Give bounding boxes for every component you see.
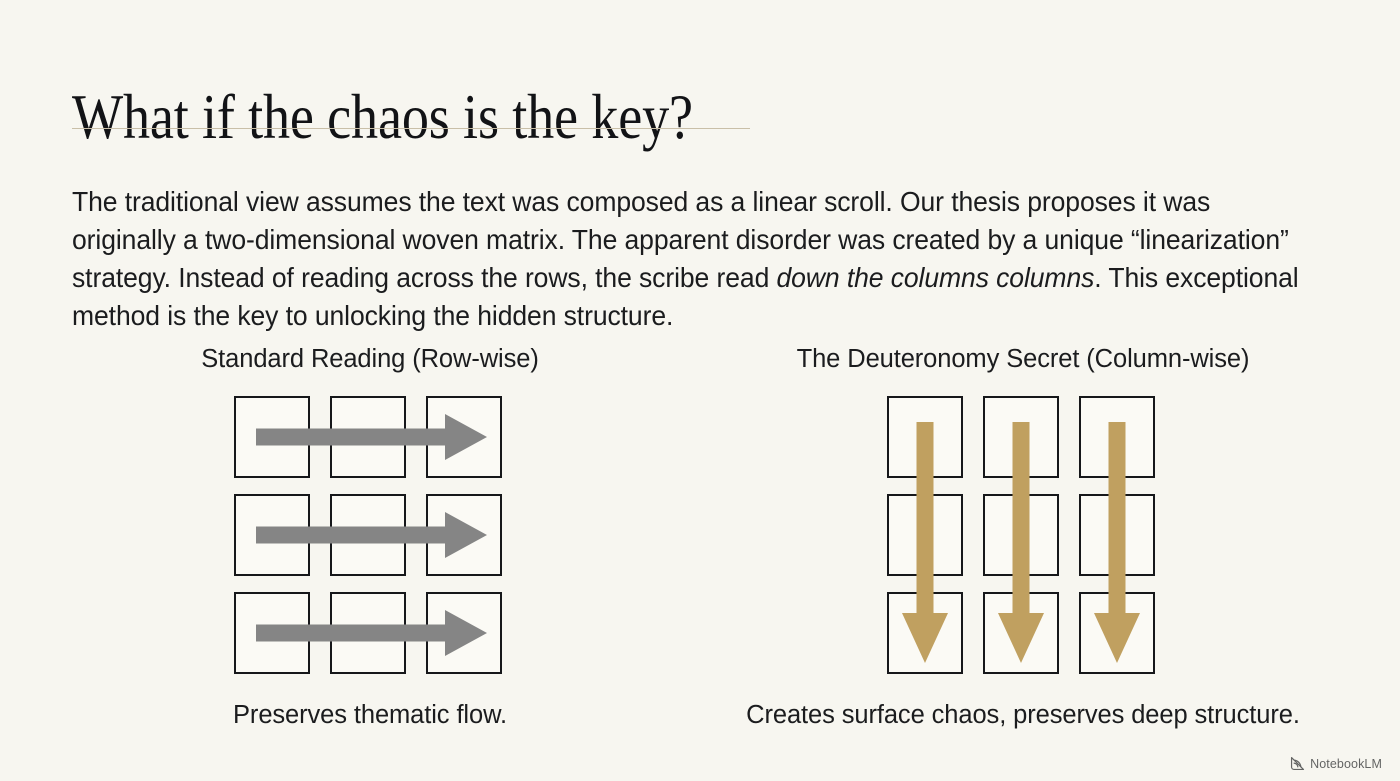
grid-cell [426, 494, 502, 576]
body-text-emphasis: down the columns columns [776, 261, 1095, 293]
grid-cell [887, 396, 963, 478]
grid-cell [330, 494, 406, 576]
grid-cell [234, 592, 310, 674]
matrix-grid-row-wise [234, 396, 506, 674]
grid-cell [330, 592, 406, 674]
grid-cell [1079, 396, 1155, 478]
grid-cell [1079, 494, 1155, 576]
grid-cell [983, 592, 1059, 674]
title-underline-rule [72, 128, 750, 129]
notebooklm-spiral-icon [1291, 756, 1305, 771]
page-title: What if the chaos is the key? [72, 82, 693, 153]
grid-wrap-row-wise [72, 396, 668, 674]
grid-cell [1079, 592, 1155, 674]
panel-heading-standard-reading: Standard Reading (Row-wise) [201, 345, 539, 373]
grid-cell [426, 396, 502, 478]
body-text-segment-1: The traditional view assumes the text wa… [72, 185, 1289, 293]
panel-heading-deuteronomy-secret: The Deuteronomy Secret (Column-wise) [796, 345, 1250, 373]
grid-cell [426, 592, 502, 674]
grid-cell [234, 396, 310, 478]
grid-cell [983, 396, 1059, 478]
caption-standard-reading: Preserves thematic flow. [233, 701, 507, 729]
grid-wrap-column-wise [700, 396, 1346, 674]
grid-cell [887, 494, 963, 576]
matrix-grid-column-wise [887, 396, 1159, 674]
grid-cell [983, 494, 1059, 576]
notebooklm-watermark: NotebookLM [1290, 756, 1382, 771]
body-paragraph: The traditional view assumes the text wa… [72, 183, 1305, 335]
panel-deuteronomy-secret: The Deuteronomy Secret (Column-wise) [700, 344, 1346, 729]
grid-cell [330, 396, 406, 478]
caption-deuteronomy-secret: Creates surface chaos, preserves deep st… [746, 701, 1300, 729]
notebooklm-watermark-label: NotebookLM [1310, 756, 1382, 771]
body-text-segment-2: . This exceptional method is the key to … [72, 261, 1299, 331]
grid-cell [887, 592, 963, 674]
grid-cell [234, 494, 310, 576]
panel-standard-reading: Standard Reading (Row-wise) Pre [72, 344, 668, 729]
diagram-panels: Standard Reading (Row-wise) Pre [0, 344, 1400, 744]
